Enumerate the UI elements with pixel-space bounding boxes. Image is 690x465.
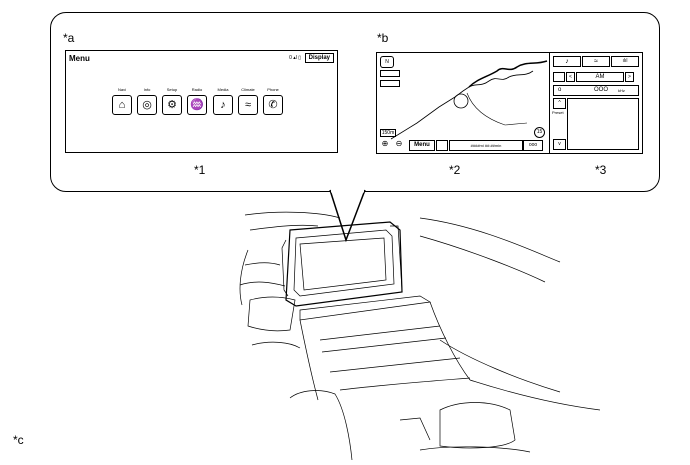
source-icon[interactable] <box>553 72 565 82</box>
climate-icon: ≈ <box>238 95 258 115</box>
map-menu-button[interactable]: Menu <box>409 140 435 151</box>
band-label: AM <box>576 72 624 82</box>
tab-sound[interactable]: ılıl <box>611 56 639 67</box>
status-indicators: 0 ▴l ▯ <box>289 55 301 61</box>
menu-item-label: Climate <box>241 87 255 92</box>
menu-item-media[interactable]: Media ♪ <box>212 87 234 115</box>
frequency-bar: o OOO kHz <box>553 85 639 96</box>
frequency-value: OOO <box>594 87 609 93</box>
menu-screen: Menu 0 ▴l ▯ Display Navi ⌂ Info ◎ Setup … <box>65 50 338 153</box>
prev-button[interactable]: < <box>566 72 575 82</box>
map-scale: 150m <box>380 129 396 137</box>
menu-item-radio[interactable]: Radio ♒ <box>186 87 208 115</box>
preset-list[interactable] <box>567 98 639 150</box>
label-3: *3 <box>595 163 607 177</box>
zoom-out-icon[interactable]: ⊖ <box>394 139 404 149</box>
menu-item-label: Navi <box>117 87 126 92</box>
preset-down-button[interactable]: v <box>553 139 566 150</box>
menu-item-label: Setup <box>166 87 178 92</box>
menu-item-setup[interactable]: Setup ⚙ <box>161 87 183 115</box>
frequency-unit: kHz <box>618 88 625 93</box>
nav-audio-screen: N 150m ⊕ ⊖ Menu ####mi ##:##min ooo 15 ♪… <box>376 52 643 154</box>
menu-item-navi[interactable]: Navi ⌂ <box>111 87 133 115</box>
map-area <box>390 60 548 140</box>
preset-up-button[interactable]: ^ <box>553 98 566 109</box>
menu-item-label: Radio <box>191 87 203 92</box>
view-mode-icon[interactable] <box>380 70 400 77</box>
setup-icon: ⚙ <box>162 95 182 115</box>
more-button[interactable]: ooo <box>523 140 543 151</box>
media-icon: ♪ <box>213 95 233 115</box>
phone-icon: ✆ <box>263 95 283 115</box>
audio-panel: ♪ ≈ ılıl < AM > o OOO kHz ^ Preset v <box>549 53 643 153</box>
route-badge: 15 <box>534 127 545 138</box>
label-a: *a <box>63 31 75 45</box>
menu-item-label: Phone <box>267 87 279 92</box>
display-button[interactable]: Display <box>304 53 334 63</box>
menu-item-phone[interactable]: Phone ✆ <box>262 87 284 115</box>
menu-item-info[interactable]: Info ◎ <box>136 87 158 115</box>
compass-icon[interactable]: N <box>380 56 394 68</box>
preset-label: Preset <box>552 110 564 115</box>
zoom-in-icon[interactable]: ⊕ <box>380 139 390 149</box>
navi-icon: ⌂ <box>112 95 132 115</box>
info-icon: ◎ <box>137 95 157 115</box>
menu-item-label: Info <box>143 87 151 92</box>
label-b: *b <box>377 31 389 45</box>
menu-title: Menu <box>69 54 90 63</box>
label-2: *2 <box>449 163 461 177</box>
tab-audio[interactable]: ♪ <box>553 56 581 67</box>
menu-item-climate[interactable]: Climate ≈ <box>237 87 259 115</box>
label-1: *1 <box>194 163 206 177</box>
next-button[interactable]: > <box>625 72 634 82</box>
menu-item-label: Media <box>217 87 229 92</box>
route-icon[interactable] <box>436 140 448 151</box>
map-option-icon[interactable] <box>380 80 400 87</box>
label-c: *c <box>13 433 24 447</box>
distance-readout: ####mi ##:##min <box>449 140 523 151</box>
radio-icon: ♒ <box>187 95 207 115</box>
tab-climate[interactable]: ≈ <box>582 56 610 67</box>
